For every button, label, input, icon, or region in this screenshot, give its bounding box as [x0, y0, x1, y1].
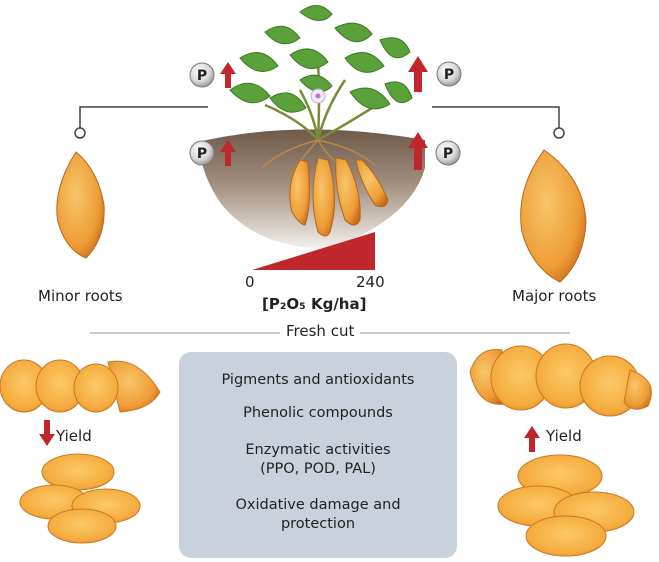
minor-root: [56, 151, 105, 259]
phosphorus-wedge: [252, 232, 375, 270]
p-badge-label: P: [197, 146, 207, 162]
p-badge-mid-right: [435, 140, 461, 166]
axis-min-label: 0: [245, 273, 255, 291]
storage-roots: [289, 157, 389, 237]
p-badge-label: P: [443, 146, 453, 162]
yield-minor-label: Yield: [56, 427, 92, 445]
connector-dot-right: [553, 127, 565, 139]
effect-oxidative: Oxidative damage and protection: [235, 497, 401, 532]
p-badge-label: P: [444, 67, 454, 83]
connector-lines: [79, 106, 560, 128]
arrow-up-icon: [408, 132, 428, 170]
major-roots-label: Major roots: [512, 287, 597, 305]
p-badge-mid-left: [189, 140, 215, 166]
major-root: [520, 149, 587, 283]
minor-root-slice-stack: [19, 453, 141, 544]
effect-pigments: Pigments and antioxidants: [221, 372, 415, 388]
major-root-sliced: [469, 343, 652, 417]
fresh-cut-label: Fresh cut: [280, 322, 361, 340]
p-badge-top-right: [436, 61, 462, 87]
p-badge-top-left: [189, 62, 215, 88]
flower: [310, 88, 326, 104]
connector-dot-left: [74, 127, 86, 139]
arrow-up-icon: [408, 56, 428, 92]
plant-leaves: [229, 5, 413, 113]
phosphorus-badges: [189, 61, 462, 166]
yield-major-label: Yield: [546, 427, 582, 445]
arrow-down-icon: [39, 420, 55, 446]
minor-root-sliced: [0, 359, 161, 413]
p-badge-label: P: [197, 68, 207, 84]
arrow-up-icon: [524, 426, 540, 452]
effects-box: [179, 352, 457, 558]
minor-roots-label: Minor roots: [38, 287, 123, 305]
major-root-slice-stack: [497, 454, 635, 557]
effect-enzymes: Enzymatic activities (PPO, POD, PAL): [245, 442, 391, 477]
effect-phenolics: Phenolic compounds: [243, 405, 393, 421]
arrow-up-icon: [220, 62, 236, 88]
arrow-up-icon: [220, 140, 236, 166]
axis-unit-label: [P₂O₅ Kg/ha]: [262, 295, 367, 313]
axis-max-label: 240: [356, 273, 385, 291]
